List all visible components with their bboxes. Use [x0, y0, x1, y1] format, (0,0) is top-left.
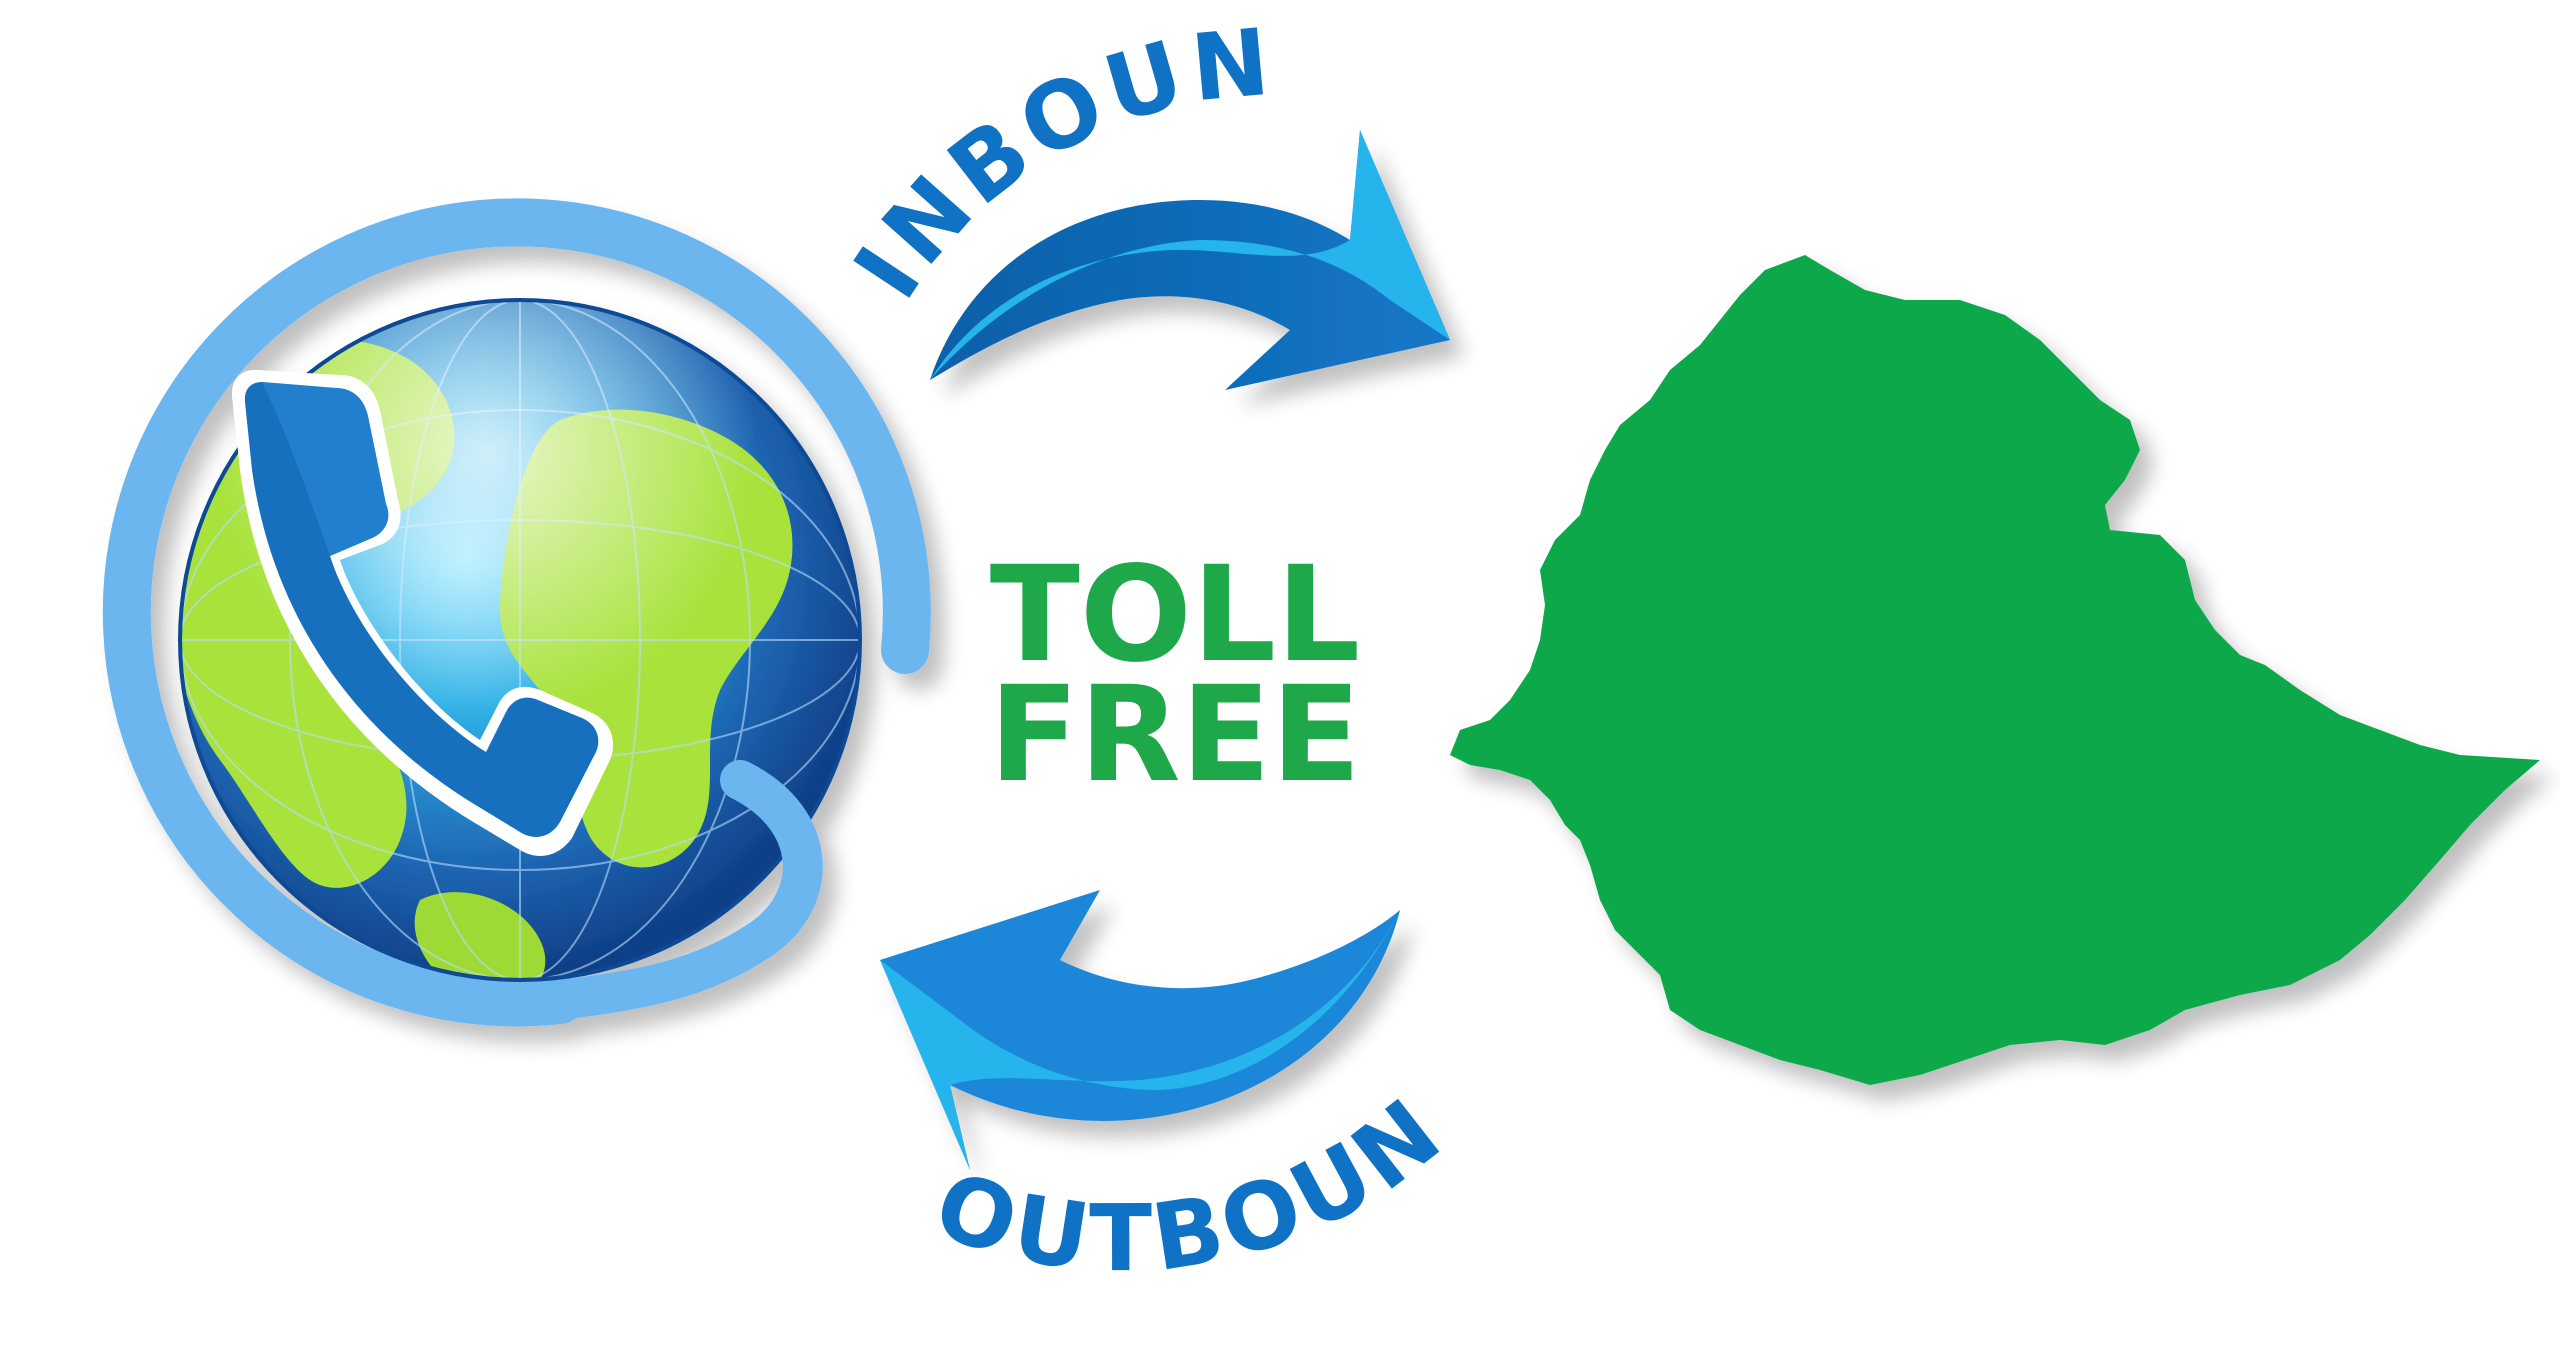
- ring-tail-icon: [540, 760, 823, 1020]
- globe-phone-logo: [102, 198, 931, 1027]
- phone-handset-icon: [232, 370, 614, 857]
- toll-label: TOLL: [990, 538, 1360, 692]
- country-map-icon: [1450, 255, 2540, 1085]
- curved-arrow-right-icon: [930, 130, 1450, 390]
- curved-arrow-left-icon: [880, 890, 1400, 1170]
- ring-arc-icon: [102, 198, 931, 1027]
- free-label: FREE: [989, 658, 1361, 812]
